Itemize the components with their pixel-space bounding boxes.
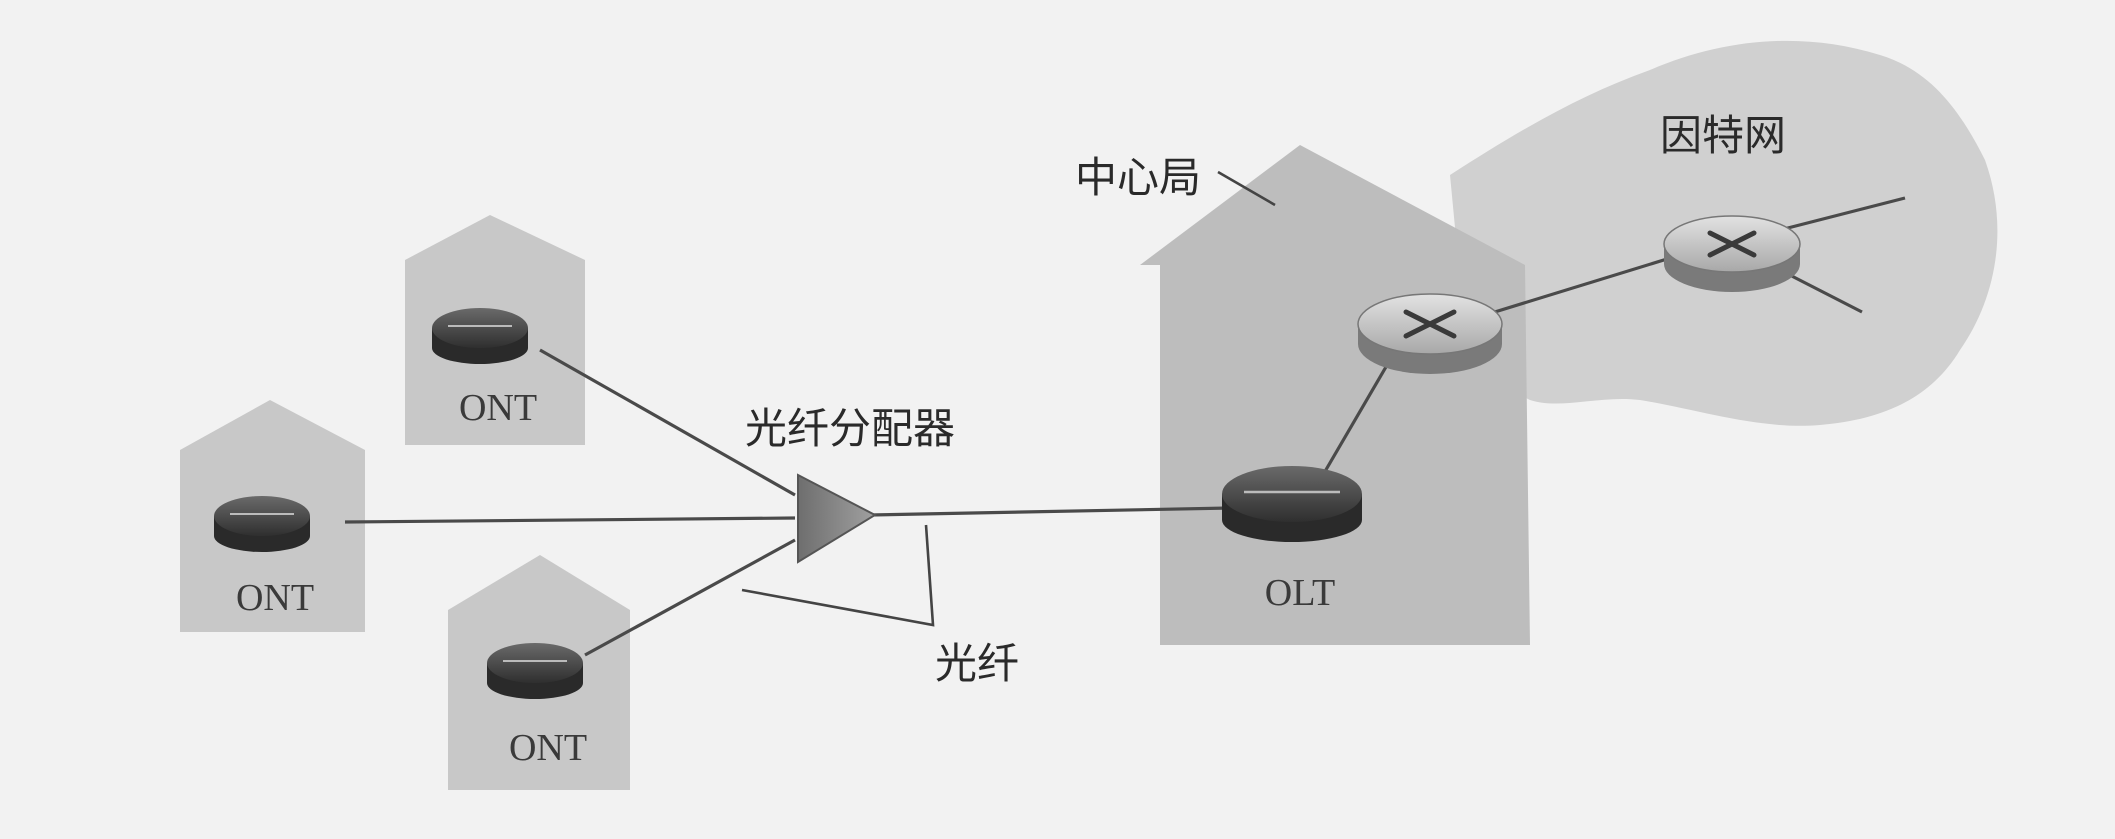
ont-device-icon (432, 308, 528, 364)
fiber-line-trunk (869, 506, 1231, 517)
ont-device-icon (487, 643, 583, 699)
olt-device-icon (1222, 466, 1362, 542)
ont-label: ONT (236, 577, 314, 619)
fiber-line-ont1 (539, 348, 796, 497)
central-office-pointer (1217, 170, 1276, 207)
ont-device-icon (214, 496, 310, 552)
fiber-line-ont2 (344, 516, 796, 524)
fiber-pointer (741, 524, 935, 627)
olt-label: OLT (1265, 572, 1335, 614)
router-icon (1357, 293, 1503, 374)
ont-label: ONT (509, 727, 587, 769)
link-olt-router (1318, 359, 1392, 481)
link-router-out2 (1779, 268, 1863, 314)
splitter-label: 光纤分配器 (745, 404, 955, 453)
router-icon (1663, 215, 1801, 292)
link-router-router (1484, 253, 1681, 317)
fiber-line-ont3 (584, 538, 796, 657)
fiber-label: 光纤 (935, 639, 1019, 688)
central-office-label: 中心局 (1075, 153, 1201, 202)
link-router-out1 (1779, 196, 1906, 232)
splitter-icon (797, 473, 878, 564)
internet-label: 因特网 (1660, 111, 1786, 160)
ont-label: ONT (459, 387, 537, 429)
